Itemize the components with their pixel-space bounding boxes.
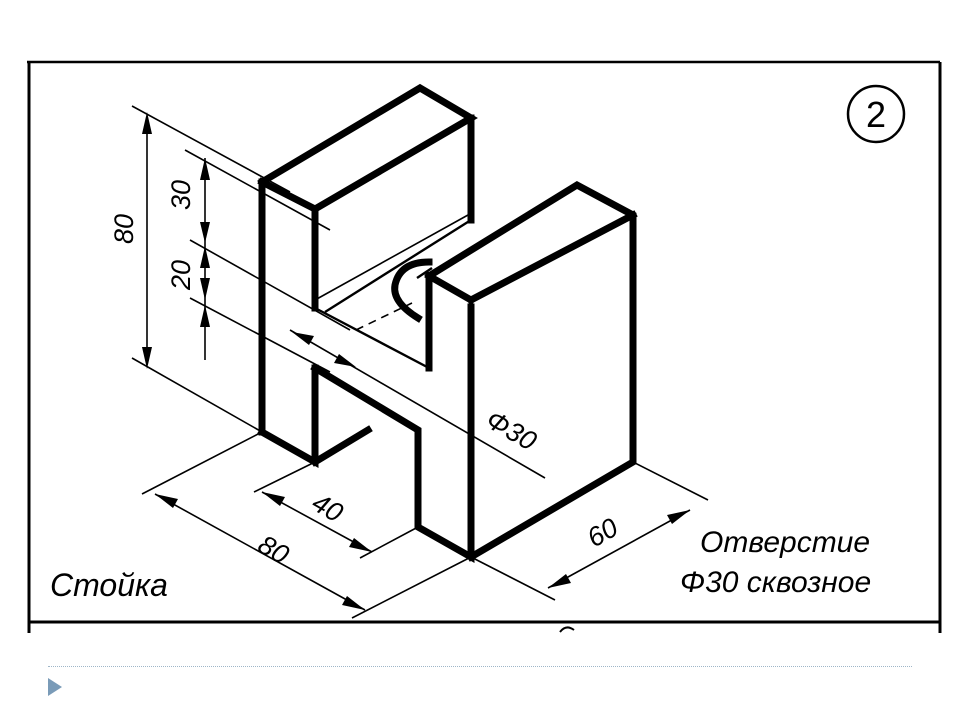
dim-width: 80 bbox=[253, 529, 294, 570]
part-title: Стойка bbox=[50, 567, 168, 603]
dim-thickness: 60 bbox=[582, 512, 623, 553]
hole-note-line1: Отверстие bbox=[700, 526, 870, 559]
hole-note-line2: Φ30 сквозное bbox=[680, 566, 871, 599]
dim-depth-slot: 40 bbox=[307, 487, 348, 528]
dim-hole-diameter: Φ30 bbox=[481, 404, 542, 456]
dimension-lines bbox=[131, 105, 709, 619]
dim-height-slot: 20 bbox=[166, 260, 196, 291]
sheet-number-badge: 2 bbox=[846, 84, 906, 144]
dim-height-total: 80 bbox=[109, 214, 139, 244]
footer-divider bbox=[48, 666, 912, 667]
part-outline bbox=[257, 83, 638, 564]
next-slide-arrow-icon[interactable] bbox=[48, 678, 62, 696]
sheet-number: 2 bbox=[866, 94, 886, 135]
sheet-frame bbox=[27, 60, 942, 633]
captions: Стойка Отверстие Φ30 сквозное bbox=[50, 526, 871, 603]
dim-height-top: 30 bbox=[166, 180, 196, 210]
